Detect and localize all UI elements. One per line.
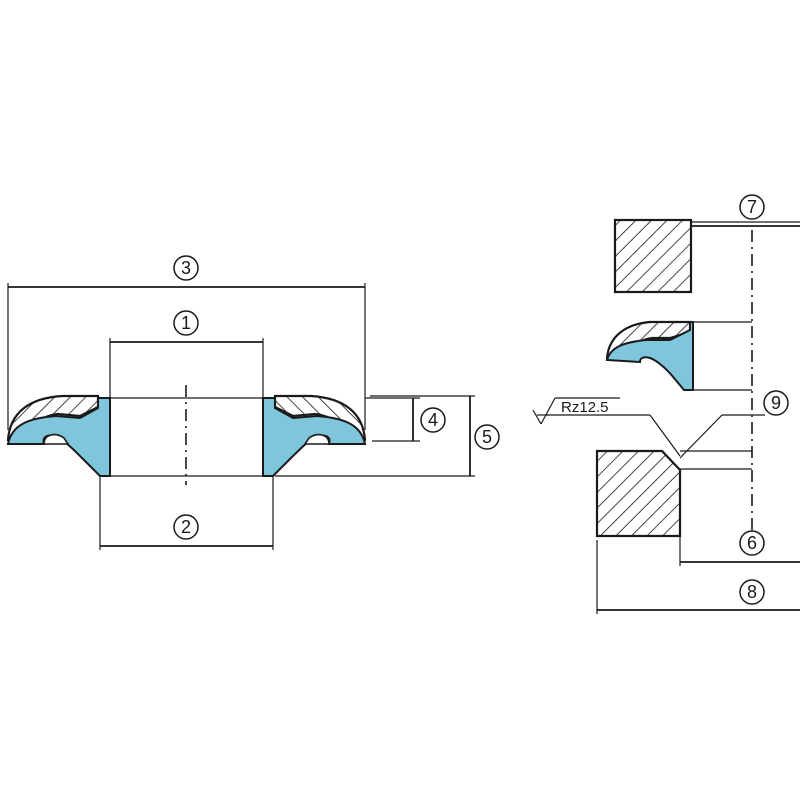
upper-housing: [613, 218, 693, 294]
callout-1: 1: [173, 310, 199, 336]
dimension-4: [365, 397, 420, 442]
callout-7: 7: [739, 194, 765, 220]
installation-view: Rz12.5 7 9 6 8: [532, 194, 800, 614]
svg-text:2: 2: [181, 517, 191, 537]
chamfer-lines: [649, 414, 765, 459]
surface-finish-symbol: Rz12.5: [532, 397, 650, 425]
dimension-6: [679, 536, 800, 566]
dimension-2: [99, 476, 274, 550]
dimension-8: [596, 540, 800, 614]
callout-2: 2: [173, 514, 199, 540]
svg-text:5: 5: [482, 427, 492, 447]
svg-text:6: 6: [747, 533, 757, 553]
dimension-3: [7, 283, 366, 430]
svg-text:7: 7: [747, 197, 757, 217]
dimension-5: [275, 395, 475, 477]
seal-left-half: [6, 394, 111, 477]
callout-8: 8: [739, 579, 765, 605]
seal-section-view: 3 1 2 4 5: [6, 255, 500, 550]
lower-housing: [595, 449, 682, 538]
installed-seal: [605, 320, 694, 391]
dimension-1: [109, 338, 264, 398]
callout-5: 5: [474, 424, 500, 450]
svg-text:4: 4: [428, 410, 438, 430]
svg-text:8: 8: [747, 582, 757, 602]
callout-9: 9: [763, 390, 789, 416]
seal-right-half: [262, 394, 367, 477]
surface-finish-label: Rz12.5: [561, 399, 609, 416]
callout-3: 3: [173, 255, 199, 281]
callout-4: 4: [420, 407, 446, 433]
svg-text:1: 1: [181, 313, 191, 333]
callout-6: 6: [739, 530, 765, 556]
svg-text:9: 9: [771, 393, 781, 413]
svg-text:3: 3: [181, 258, 191, 278]
